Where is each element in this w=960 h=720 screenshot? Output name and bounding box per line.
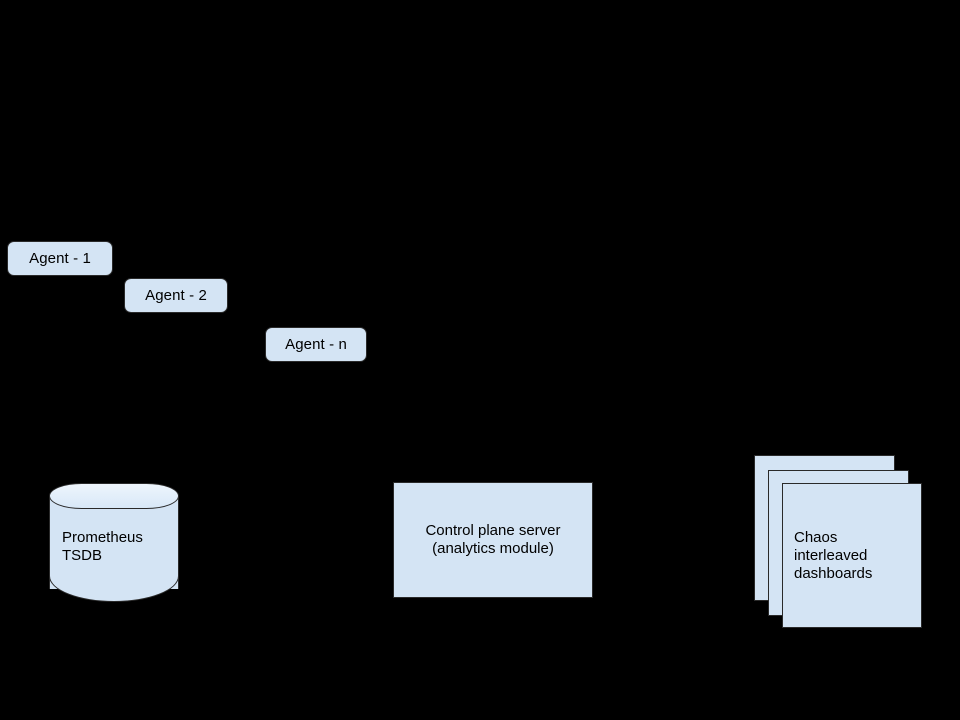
node-control-plane-server[interactable]: Control plane server (analytics module) <box>393 482 593 598</box>
stack-sheet-front: Chaos interleaved dashboards <box>782 483 922 628</box>
node-prometheus-tsdb[interactable]: Prometheus TSDB <box>49 483 179 602</box>
node-control-plane-server-label: Control plane server (analytics module) <box>425 522 561 557</box>
node-agent-n-label: Agent - n <box>285 335 347 353</box>
cylinder-top-ellipse <box>49 483 179 509</box>
node-agent-n[interactable]: Agent - n <box>265 327 367 362</box>
cylinder-bottom-ellipse <box>49 576 179 602</box>
node-agent-1[interactable]: Agent - 1 <box>7 241 113 276</box>
node-agent-2[interactable]: Agent - 2 <box>124 278 228 313</box>
edge-control-plane-to-dashboards <box>593 536 753 537</box>
node-prometheus-tsdb-label-wrap: Prometheus TSDB <box>49 529 179 565</box>
node-prometheus-tsdb-label: Prometheus TSDB <box>62 529 143 564</box>
node-chaos-dashboards[interactable]: Chaos interleaved dashboards <box>754 455 922 628</box>
cylinder-body <box>49 496 179 589</box>
node-agent-2-label: Agent - 2 <box>145 286 207 304</box>
node-chaos-dashboards-label: Chaos interleaved dashboards <box>794 528 873 582</box>
node-agent-1-label: Agent - 1 <box>29 249 91 267</box>
